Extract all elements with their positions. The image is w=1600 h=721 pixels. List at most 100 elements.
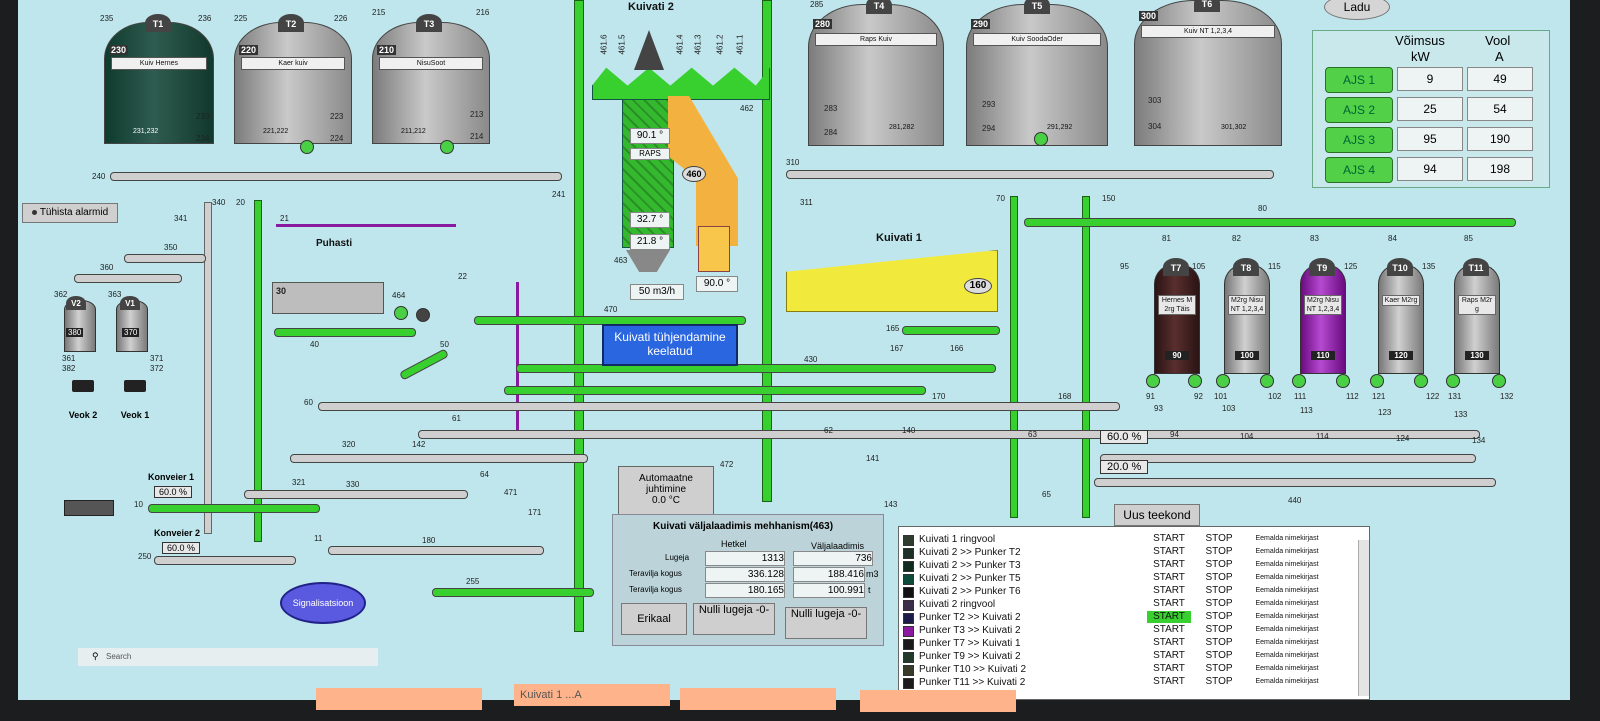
route-stop-button[interactable]: STOP: [1205, 546, 1233, 557]
conveyor-320[interactable]: [290, 454, 588, 463]
silo-t8[interactable]: M2rg Nisu NT 1,2,3,4 100: [1224, 264, 1270, 374]
route-stop-button[interactable]: STOP: [1205, 611, 1233, 622]
route-stop-button[interactable]: STOP: [1205, 624, 1233, 635]
route-start-button[interactable]: START: [1153, 533, 1185, 544]
motor-icon[interactable]: [440, 140, 454, 154]
taskbar-search[interactable]: Search: [106, 652, 132, 661]
route-stop-button[interactable]: STOP: [1205, 637, 1233, 648]
tank-t6[interactable]: 300 Kuiv NT 1,2,3,4 301,302: [1134, 0, 1282, 146]
route-remove-button[interactable]: Eemalda nimekirjast: [1255, 626, 1319, 633]
reset-counter-button-2[interactable]: Nulli lugeja -0-: [785, 607, 867, 639]
route-remove-button[interactable]: Eemalda nimekirjast: [1255, 561, 1319, 568]
conveyor-360[interactable]: [74, 274, 182, 283]
ajs3-button[interactable]: AJS 3: [1325, 127, 1393, 153]
tank-t1[interactable]: 230 Kuiv Hernes 231,232: [104, 22, 214, 144]
motor-icon[interactable]: [1216, 374, 1230, 388]
motor-icon[interactable]: [1492, 374, 1506, 388]
route-start-button[interactable]: START: [1153, 663, 1185, 674]
tank-t2[interactable]: 220 Kaer kuiv 221,222: [234, 22, 352, 144]
conveyor-180[interactable]: [328, 546, 544, 555]
fan-motor-icon[interactable]: [394, 306, 408, 320]
dryer-empty-warning[interactable]: Kuivati tühjendamine keelatud: [602, 324, 738, 366]
conveyor-10[interactable]: [148, 504, 320, 513]
conveyor-430[interactable]: [516, 364, 996, 373]
ajs4-button[interactable]: AJS 4: [1325, 157, 1393, 183]
route-remove-button[interactable]: Eemalda nimekirjast: [1255, 600, 1319, 607]
tank-t5[interactable]: 290 Kuiv SoodaOder 291,292: [966, 4, 1108, 146]
new-route-button[interactable]: Uus teekond: [1114, 504, 1200, 526]
erikaal-button[interactable]: Erikaal: [621, 603, 687, 635]
route-list-scrollbar[interactable]: [1358, 540, 1369, 696]
motor-icon[interactable]: [300, 140, 314, 154]
tank-t3[interactable]: 210 NisuSoot 211,212: [372, 22, 490, 144]
route-start-button[interactable]: START: [1153, 650, 1185, 661]
route-start-button[interactable]: START: [1153, 585, 1185, 596]
motor-icon[interactable]: [1292, 374, 1306, 388]
conveyor-240[interactable]: [110, 172, 562, 181]
conveyor-350[interactable]: [124, 254, 206, 263]
clear-alarms-button[interactable]: Tühista alarmid: [22, 203, 118, 223]
motor-icon[interactable]: [1414, 374, 1428, 388]
search-icon[interactable]: ⚲: [92, 651, 99, 661]
route-stop-button[interactable]: STOP: [1205, 598, 1233, 609]
conveyor-50[interactable]: [398, 348, 450, 381]
conveyor-310[interactable]: [786, 170, 1274, 179]
route-stop-button[interactable]: STOP: [1205, 572, 1233, 583]
silo-t11[interactable]: Raps M2r g 130: [1454, 264, 1500, 374]
cleaner-unit[interactable]: [272, 282, 384, 314]
conveyor-250[interactable]: [154, 556, 296, 565]
signalization-button[interactable]: Signalisatsioon: [280, 582, 366, 624]
route-start-button[interactable]: START: [1153, 676, 1185, 687]
conveyor-440[interactable]: [1094, 478, 1496, 487]
silo-t9[interactable]: M2rg Nisu NT 1,2,3,4 110: [1300, 264, 1346, 374]
motor-icon[interactable]: [1446, 374, 1460, 388]
route-remove-button[interactable]: Eemalda nimekirjast: [1255, 652, 1319, 659]
conveyor-170[interactable]: [504, 386, 926, 395]
motor-icon[interactable]: [1260, 374, 1274, 388]
route-remove-button[interactable]: Eemalda nimekirjast: [1255, 665, 1319, 672]
route-stop-button[interactable]: STOP: [1205, 663, 1233, 674]
route-remove-button[interactable]: Eemalda nimekirjast: [1255, 548, 1319, 555]
motor-icon[interactable]: [1370, 374, 1384, 388]
conveyor-40[interactable]: [274, 328, 416, 337]
fan-motor-icon[interactable]: [416, 308, 430, 322]
motor-icon[interactable]: [1188, 374, 1202, 388]
ajs2-button[interactable]: AJS 2: [1325, 97, 1393, 123]
conveyor-140[interactable]: [418, 430, 1480, 439]
route-remove-button[interactable]: Eemalda nimekirjast: [1255, 535, 1319, 542]
conveyor-80[interactable]: [1024, 218, 1516, 227]
tank-t4[interactable]: 280 Raps Kuiv 281,282: [808, 4, 944, 146]
route-remove-button[interactable]: Eemalda nimekirjast: [1255, 574, 1319, 581]
route-remove-button[interactable]: Eemalda nimekirjast: [1255, 678, 1319, 685]
motor-icon[interactable]: [1034, 132, 1048, 146]
reset-counter-button-1[interactable]: Nulli lugeja -0-: [693, 603, 775, 635]
conveyor-330[interactable]: [244, 490, 468, 499]
ajs1-button[interactable]: AJS 1: [1325, 67, 1393, 93]
route-remove-button[interactable]: Eemalda nimekirjast: [1255, 639, 1319, 646]
route-remove-button[interactable]: Eemalda nimekirjast: [1255, 587, 1319, 594]
route-start-button[interactable]: START: [1153, 598, 1185, 609]
route-start-button[interactable]: START: [1147, 611, 1191, 623]
conveyor-60[interactable]: [318, 402, 1120, 411]
ladu-button[interactable]: Ladu: [1324, 0, 1390, 20]
route-start-button[interactable]: START: [1153, 559, 1185, 570]
conveyor-255[interactable]: [432, 588, 594, 597]
silo-t10[interactable]: Kaer M2rg 120: [1378, 264, 1424, 374]
route-start-button[interactable]: START: [1153, 637, 1185, 648]
motor-icon[interactable]: [1336, 374, 1350, 388]
motor-icon[interactable]: [1146, 374, 1160, 388]
auto-control-button[interactable]: Automaatne juhtimine 0.0 °C: [618, 466, 714, 516]
route-stop-button[interactable]: STOP: [1205, 650, 1233, 661]
